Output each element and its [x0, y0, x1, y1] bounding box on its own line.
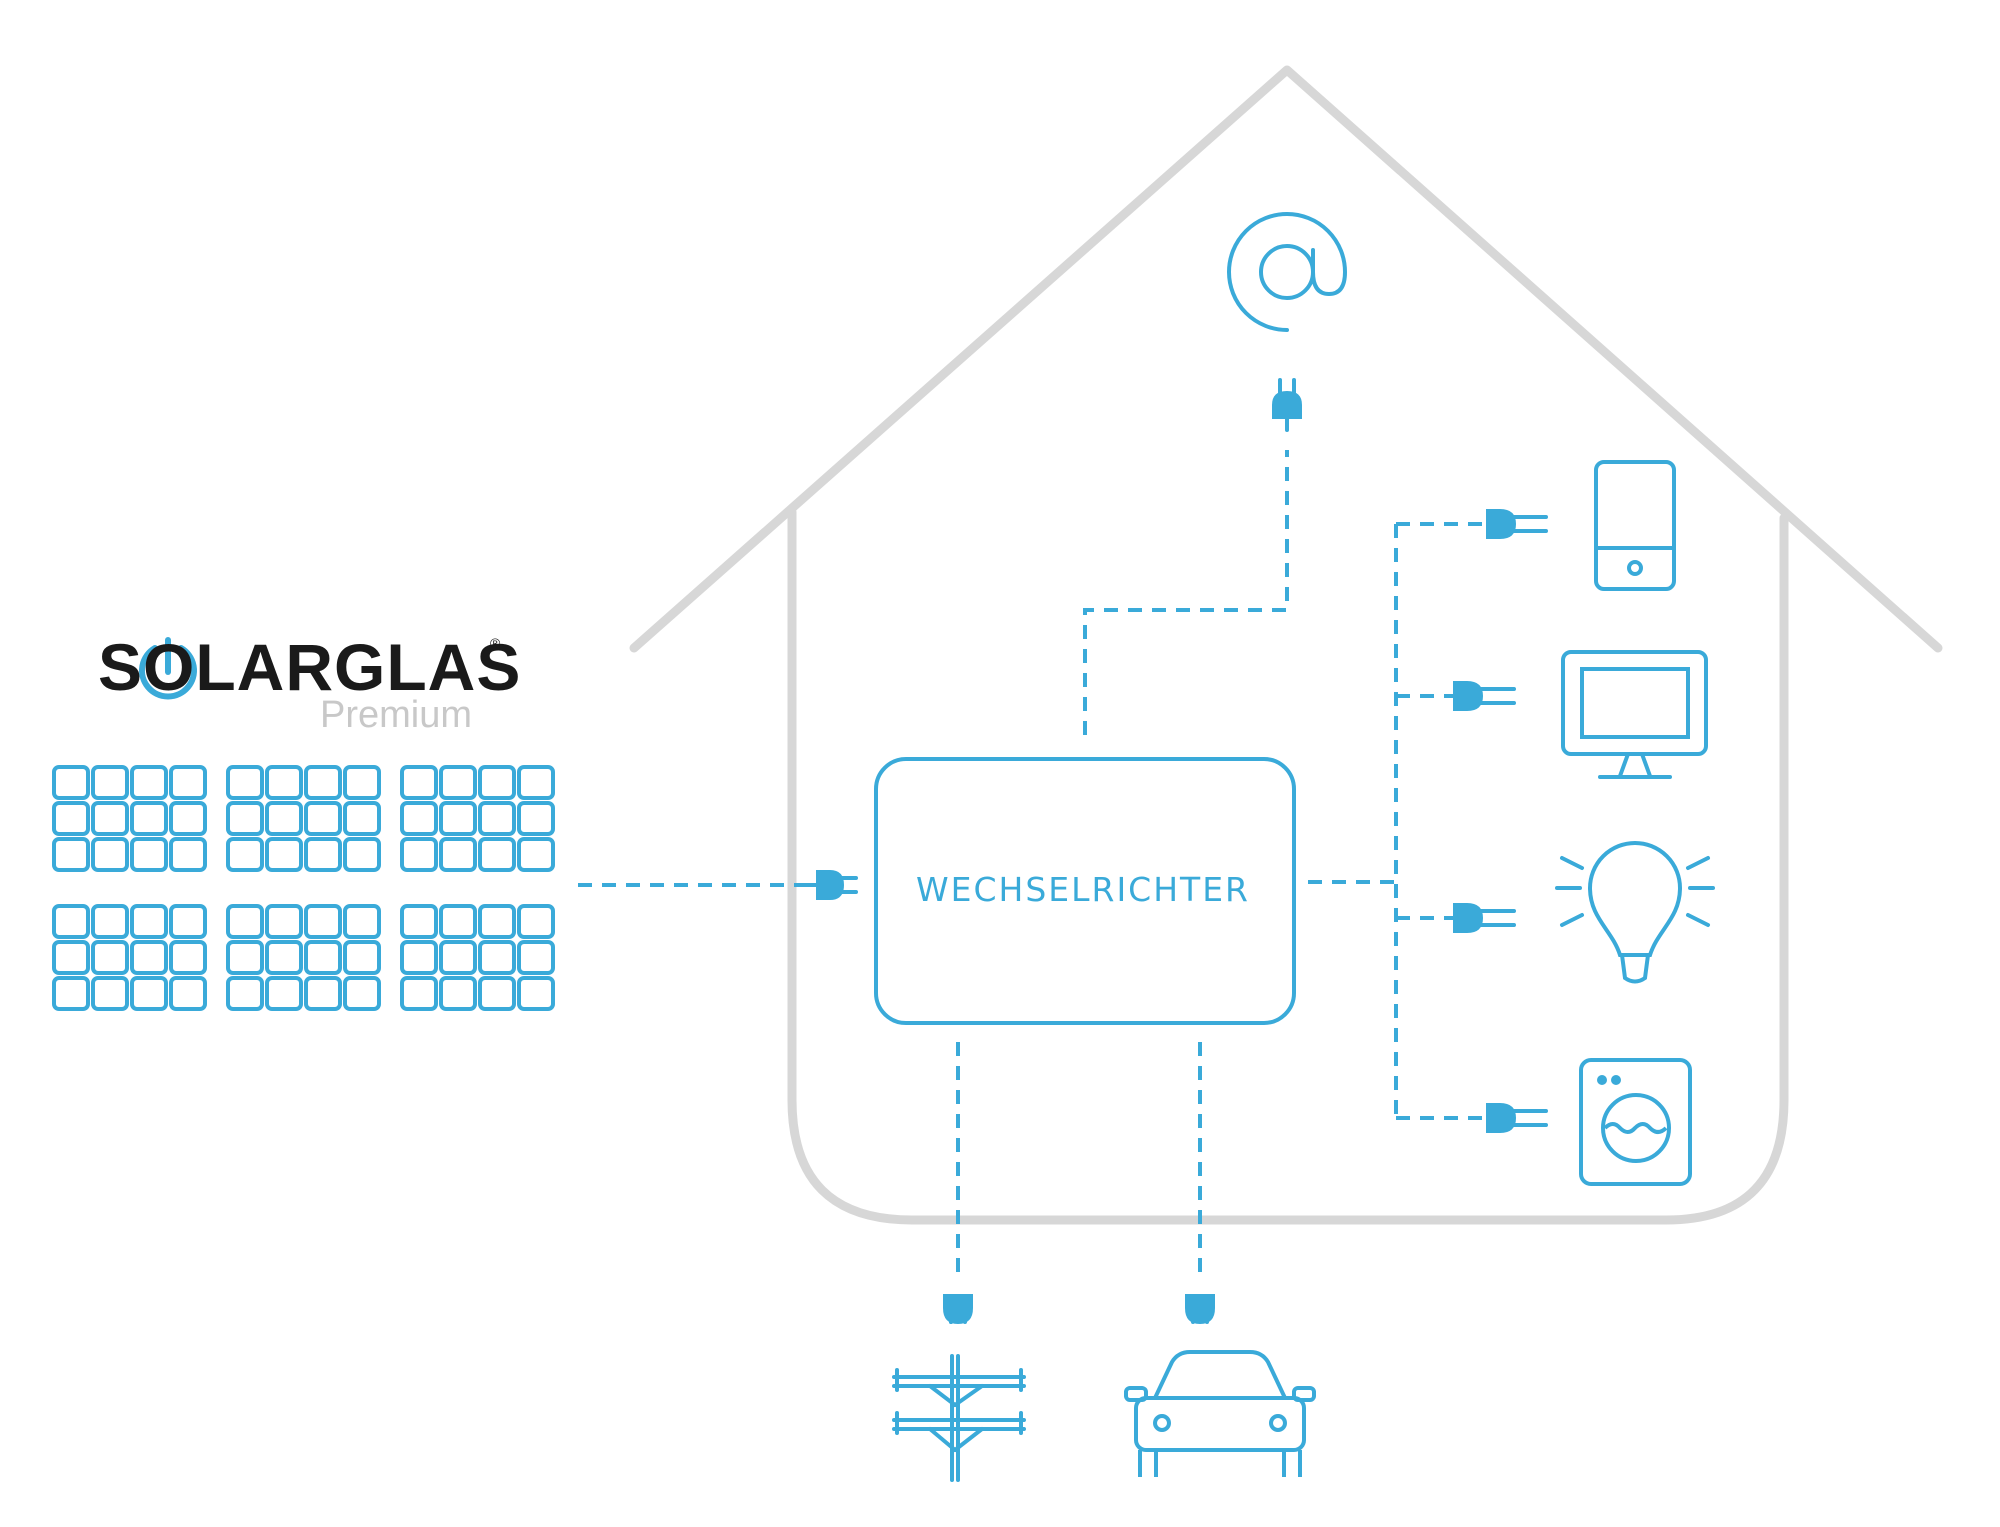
solar-cell — [130, 904, 168, 939]
solar-cell — [400, 940, 438, 975]
solar-cell — [130, 765, 168, 800]
solar-cell — [439, 765, 477, 800]
monitor-icon — [1561, 650, 1708, 779]
internet-at-icon — [1227, 212, 1348, 332]
solar-cell — [517, 765, 555, 800]
solar-cell — [91, 765, 129, 800]
logo-brand: SOLARGLAS — [98, 627, 521, 707]
logo-brand-text: SOLARGLAS — [98, 630, 522, 704]
solar-cell — [265, 904, 303, 939]
solar-cell — [304, 765, 342, 800]
solar-cell — [343, 837, 381, 872]
solar-cell — [226, 837, 264, 872]
plug-icon — [798, 378, 1548, 1325]
solar-cell — [439, 837, 477, 872]
solar-cell — [265, 976, 303, 1011]
solar-cell — [169, 976, 207, 1011]
solar-cell — [343, 765, 381, 800]
solar-cell — [265, 837, 303, 872]
solar-cell — [478, 940, 516, 975]
solar-cell — [91, 904, 129, 939]
solar-cell — [517, 904, 555, 939]
solar-cell — [226, 765, 264, 800]
solar-cell — [52, 801, 90, 836]
solar-cell — [169, 904, 207, 939]
solar-cell — [265, 940, 303, 975]
solar-cell — [343, 940, 381, 975]
solar-cell — [52, 940, 90, 975]
solar-cell — [226, 940, 264, 975]
solar-cell — [478, 904, 516, 939]
solar-cell — [304, 837, 342, 872]
solar-cell — [439, 801, 477, 836]
solar-cell — [478, 837, 516, 872]
solar-cell — [517, 976, 555, 1011]
solar-cell — [400, 801, 438, 836]
washing-machine-icon — [1579, 1058, 1692, 1186]
solar-cell — [169, 940, 207, 975]
solar-cell — [52, 904, 90, 939]
solar-cell — [478, 801, 516, 836]
solar-cell — [169, 801, 207, 836]
light-bulb-icon — [1555, 841, 1715, 984]
solar-cell — [130, 801, 168, 836]
solar-cell — [343, 976, 381, 1011]
solar-cell — [91, 837, 129, 872]
solar-cell — [91, 940, 129, 975]
solar-cell — [130, 837, 168, 872]
power-pylon-icon — [892, 1354, 1026, 1482]
solar-cell — [304, 904, 342, 939]
solar-cell — [478, 765, 516, 800]
solar-cell — [478, 976, 516, 1011]
solar-panel-array-icon — [52, 765, 555, 1011]
house-outline — [629, 65, 1943, 1225]
solar-cell — [304, 801, 342, 836]
solar-cell — [439, 976, 477, 1011]
solar-cell — [400, 765, 438, 800]
inverter-label: WECHSELRICHTER — [916, 870, 1250, 909]
logo-registered-mark: ® — [490, 635, 501, 651]
solar-cell — [343, 904, 381, 939]
solar-cell — [52, 976, 90, 1011]
solar-cell — [52, 837, 90, 872]
solar-cell — [304, 940, 342, 975]
solar-cell — [265, 765, 303, 800]
solar-cell — [130, 940, 168, 975]
solar-cell — [265, 801, 303, 836]
connection-lines — [578, 450, 1488, 1278]
solar-cell — [439, 940, 477, 975]
solar-cell — [517, 940, 555, 975]
solar-cell — [226, 976, 264, 1011]
solar-cell — [226, 801, 264, 836]
solar-cell — [400, 837, 438, 872]
solar-cell — [343, 801, 381, 836]
solar-cell — [400, 904, 438, 939]
car-icon — [1124, 1350, 1316, 1477]
solar-cell — [91, 976, 129, 1011]
solar-cell — [91, 801, 129, 836]
solar-cell — [169, 765, 207, 800]
solar-cell — [130, 976, 168, 1011]
solar-cell — [517, 801, 555, 836]
solar-cell — [52, 765, 90, 800]
logo-power-icon — [139, 637, 197, 700]
solar-cell — [439, 904, 477, 939]
smartphone-icon — [1594, 460, 1676, 591]
solar-cell — [169, 837, 207, 872]
inverter-box — [874, 757, 1296, 1025]
solar-cell — [226, 904, 264, 939]
solar-cell — [400, 976, 438, 1011]
logo-subline: Premium — [320, 694, 473, 736]
solar-cell — [517, 837, 555, 872]
solar-cell — [304, 976, 342, 1011]
